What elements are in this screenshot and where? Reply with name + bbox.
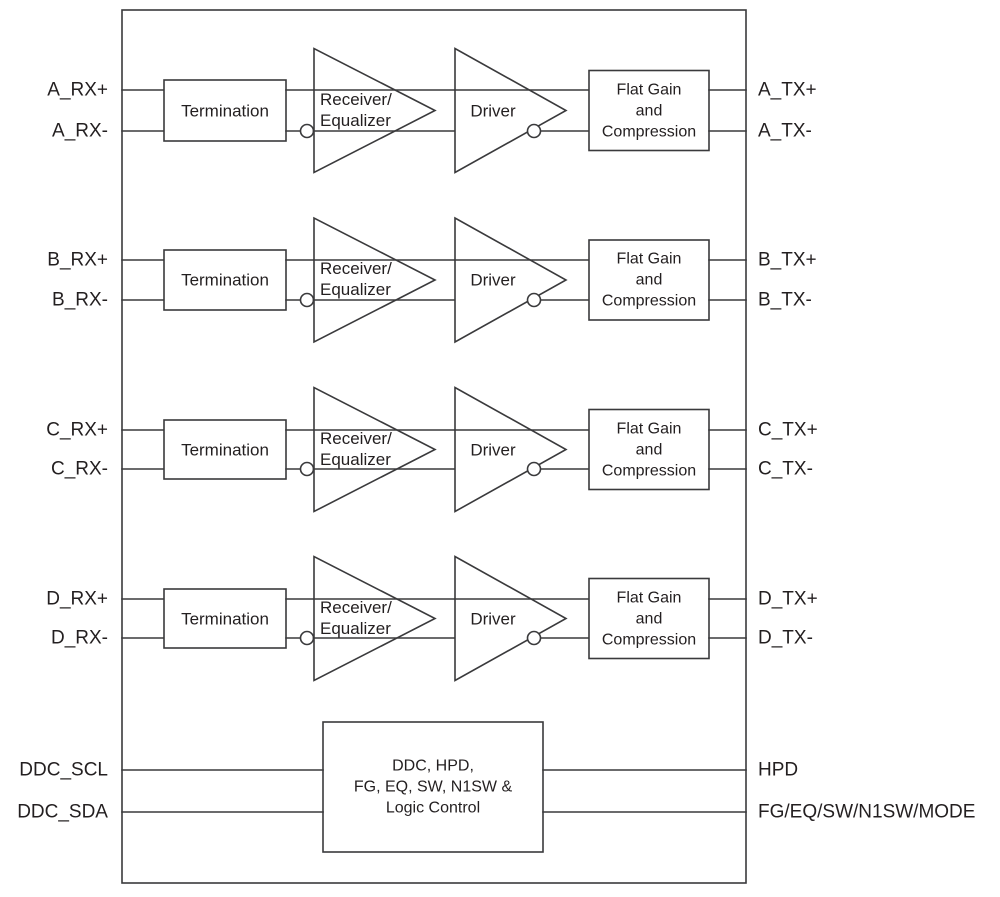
channel-a-rx-plus-label: A_RX+ xyxy=(47,79,108,101)
channel-a-receiver-label-line2: Equalizer xyxy=(320,110,391,130)
channel-a-flat-gain-label-line3: Compression xyxy=(601,123,697,140)
channel-d-driver-label-line1: Driver xyxy=(470,609,516,628)
channel-a-tx-plus-label: A_TX+ xyxy=(758,79,817,101)
channel-a-flat-gain-label-line1: Flat Gain xyxy=(616,81,682,98)
channel-b-receiver-equalizer-label: Receiver/Equalizer xyxy=(320,258,392,300)
fg-eq-sw-n1sw-mode-label: FG/EQ/SW/N1SW/MODE xyxy=(758,801,976,823)
ddc-scl-label: DDC_SCL xyxy=(19,759,108,781)
channel-b-tx-minus-label: B_TX- xyxy=(758,289,812,311)
channel-a-receiver-equalizer-label: Receiver/Equalizer xyxy=(320,89,392,131)
channel-c-tx-plus-label: C_TX+ xyxy=(758,419,818,441)
channel-d-receiver-label-line2: Equalizer xyxy=(320,618,391,638)
channel-a-flat-gain-label-line2: and xyxy=(635,102,663,119)
channel-a-flat-gain-block xyxy=(588,69,710,152)
channel-c-flat-gain-label-line2: and xyxy=(635,441,663,458)
channel-b-driver-label: Driver xyxy=(470,270,515,291)
channel-a-termination-label: Termination xyxy=(181,100,269,121)
channel-d-termination-block xyxy=(163,588,287,649)
channel-b-flat-gain-block xyxy=(588,239,710,321)
channel-c-driver-label-line1: Driver xyxy=(470,440,516,459)
channel-b-receiver-equalizer-triangle xyxy=(313,216,437,344)
channel-d-driver-label: Driver xyxy=(470,608,515,629)
channel-c-termination-label-line1: Termination xyxy=(181,440,269,459)
channel-b-termination-label-line1: Termination xyxy=(181,270,269,290)
channel-c-receiver-equalizer-label: Receiver/Equalizer xyxy=(320,428,392,470)
logic-control-label: DDC, HPD, FG, EQ, SW, N1SW & Logic Control xyxy=(354,756,512,819)
channel-a-rx-invert-bubble xyxy=(299,123,315,139)
channel-c-flat-gain-label-line1: Flat Gain xyxy=(616,420,682,437)
channel-c-rx-minus-label: C_RX- xyxy=(50,458,108,480)
channel-b-flat-gain-label-line3: Compression xyxy=(601,292,697,310)
channel-c-driver-invert-bubble xyxy=(526,461,542,477)
logic-control-label-line2: FG, EQ, SW, N1SW & xyxy=(353,778,513,796)
channel-b-driver-triangle xyxy=(454,216,568,344)
channel-a-receiver-equalizer-triangle xyxy=(313,47,437,174)
ddc-sda-label: DDC_SDA xyxy=(17,801,108,823)
channel-d-rx-minus-label: D_RX- xyxy=(50,627,108,649)
channel-b-driver-invert-bubble xyxy=(526,292,542,308)
logic-control-label-line1: DDC, HPD, xyxy=(392,757,474,775)
channel-b-receiver-label-line2: Equalizer xyxy=(320,280,391,299)
channel-a-rx-minus-label: A_RX- xyxy=(52,120,108,142)
channel-d-flat-gain-label-line3: Compression xyxy=(601,631,697,648)
channel-c-receiver-label-line2: Equalizer xyxy=(320,449,391,469)
channel-b-flat-gain-label-line2: and xyxy=(635,271,663,289)
channel-d-flat-gain-label-line2: and xyxy=(635,610,663,627)
channel-a-tx-minus-label: A_TX- xyxy=(758,120,812,142)
channel-a-driver-label-line1: Driver xyxy=(470,101,516,120)
channel-d-termination-label-line1: Termination xyxy=(181,609,269,628)
channel-a-driver-triangle xyxy=(454,47,568,174)
channel-d-rx-invert-bubble xyxy=(299,630,315,646)
channel-b-flat-gain-label-line1: Flat Gain xyxy=(616,250,682,268)
channel-d-driver-invert-bubble xyxy=(526,630,542,646)
channel-d-driver-triangle xyxy=(454,555,568,682)
channel-b-rx-plus-label: B_RX+ xyxy=(47,249,108,271)
logic-control-label-line3: Logic Control xyxy=(385,799,481,817)
channel-c-tx-minus-label: C_TX- xyxy=(758,458,813,480)
channel-b-rx-invert-bubble xyxy=(299,292,315,308)
channel-c-termination-label: Termination xyxy=(181,439,269,460)
logic-control-block xyxy=(322,721,544,853)
channel-a-termination-label-line1: Termination xyxy=(181,101,269,120)
channel-c-termination-block xyxy=(163,419,287,480)
channel-a-termination-block xyxy=(163,79,287,142)
channel-b-termination-label: Termination xyxy=(181,270,269,291)
channel-d-rx-plus-label: D_RX+ xyxy=(46,588,108,610)
channel-a-driver-invert-bubble xyxy=(526,123,542,139)
channel-c-driver-label: Driver xyxy=(470,439,515,460)
channel-d-flat-gain-block xyxy=(588,577,710,660)
hpd-label: HPD xyxy=(758,759,799,781)
channel-d-receiver-equalizer-triangle xyxy=(313,555,437,682)
channel-a-driver-label: Driver xyxy=(470,100,515,121)
channel-b-driver-label-line1: Driver xyxy=(470,270,516,290)
channel-d-tx-minus-label: D_TX- xyxy=(758,627,813,649)
channel-d-flat-gain-label-line1: Flat Gain xyxy=(616,589,682,606)
channel-c-flat-gain-block xyxy=(588,408,710,491)
channel-c-flat-gain-label-line3: Compression xyxy=(601,462,697,479)
channel-b-receiver-label-line1: Receiver/ xyxy=(320,259,392,278)
channel-c-rx-invert-bubble xyxy=(299,461,315,477)
channel-c-rx-plus-label: C_RX+ xyxy=(46,419,108,441)
channel-b-tx-plus-label: B_TX+ xyxy=(758,249,817,271)
channel-d-receiver-equalizer-label: Receiver/Equalizer xyxy=(320,597,392,639)
channel-d-receiver-label-line1: Receiver/ xyxy=(320,597,392,617)
channel-d-tx-plus-label: D_TX+ xyxy=(758,588,818,610)
channel-d-termination-label: Termination xyxy=(181,608,269,629)
channel-c-driver-triangle xyxy=(454,386,568,513)
channel-a-receiver-label-line1: Receiver/ xyxy=(320,89,392,109)
channel-b-rx-minus-label: B_RX- xyxy=(52,289,108,311)
channel-c-receiver-equalizer-triangle xyxy=(313,386,437,513)
channel-c-receiver-label-line1: Receiver/ xyxy=(320,428,392,448)
channel-b-termination-block xyxy=(163,249,287,311)
